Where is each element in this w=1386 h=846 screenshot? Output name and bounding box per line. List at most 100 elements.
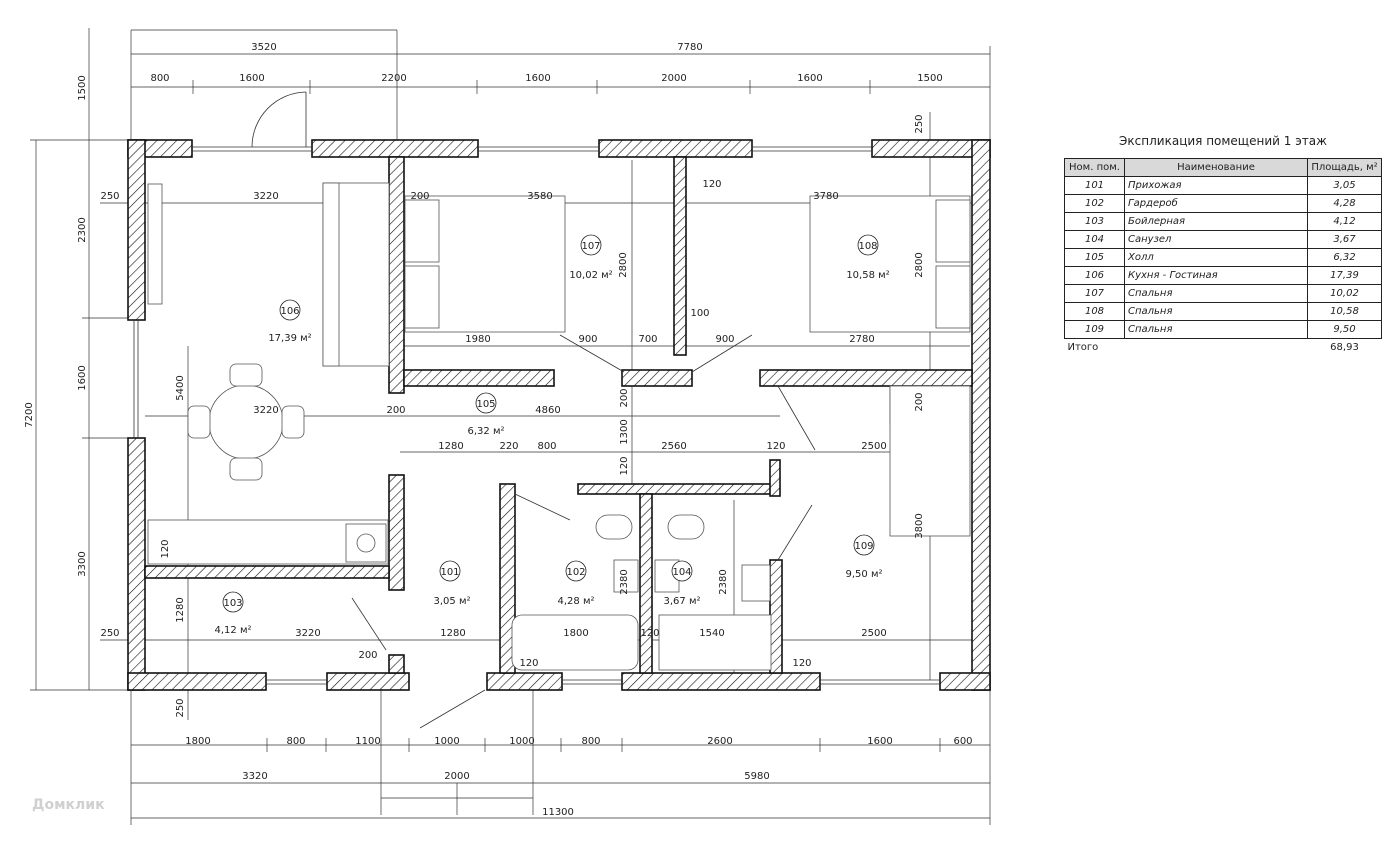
dim-inner: 250 <box>175 698 186 717</box>
dim-inner: 1540 <box>699 628 724 639</box>
dim-bottom-seg: 1600 <box>867 736 892 747</box>
dim-inner: 900 <box>715 334 734 345</box>
room-106: 106 17,39 м² <box>268 299 312 344</box>
windows <box>133 91 940 685</box>
room-109: 109 9,50 м² <box>846 534 883 580</box>
dim-inner: 220 <box>499 441 518 452</box>
dim-top-seg: 1600 <box>239 73 264 84</box>
dim-inner: 120 <box>766 441 785 452</box>
dim-inner: 250 <box>914 114 925 133</box>
header-name: Наименование <box>1124 158 1308 177</box>
watermark-logo: Домклик <box>32 797 105 813</box>
svg-text:102: 102 <box>566 567 585 578</box>
svg-text:9,50 м²: 9,50 м² <box>846 569 883 580</box>
svg-text:109: 109 <box>854 541 873 552</box>
walls <box>127 139 991 691</box>
dim-bottom-overall: 11300 <box>542 807 574 818</box>
dim-inner: 200 <box>386 405 405 416</box>
header-area: Площадь, м² <box>1307 158 1382 177</box>
dimension-lines <box>30 28 991 825</box>
dim-inner: 1300 <box>619 419 630 444</box>
dim-inner: 120 <box>702 179 721 190</box>
total-value: 68,93 <box>1330 342 1359 353</box>
dim-inner: 5400 <box>175 375 186 400</box>
dim-inner: 900 <box>578 334 597 345</box>
dim-inner: 2500 <box>861 441 886 452</box>
room-105: 105 6,32 м² <box>468 392 505 437</box>
dim-inner: 1280 <box>438 441 463 452</box>
dim-top-seg: 1600 <box>797 73 822 84</box>
dim-bottom-mid: 2000 <box>444 771 469 782</box>
dim-inner: 200 <box>619 388 630 407</box>
floor-plan: 3520 7780 800 1600 2200 1600 2000 1600 1… <box>24 28 991 825</box>
dim-left: 1500 <box>77 75 88 100</box>
dim-bottom-seg: 600 <box>953 736 972 747</box>
room-101: 101 3,05 м² <box>434 560 471 607</box>
dim-inner: 2380 <box>718 569 729 594</box>
dim-left: 2300 <box>77 217 88 242</box>
svg-text:107: 107 <box>581 241 600 252</box>
dim-inner: 3220 <box>253 191 278 202</box>
dim-top-seg: 800 <box>150 73 169 84</box>
room-108: 108 10,58 м² <box>846 234 890 281</box>
dim-inner: 120 <box>619 456 630 475</box>
dim-inner: 1800 <box>563 628 588 639</box>
room-103: 103 4,12 м² <box>215 591 252 636</box>
svg-text:17,39 м²: 17,39 м² <box>268 333 311 344</box>
dim-bottom-seg: 1000 <box>509 736 534 747</box>
dim-inner: 2500 <box>861 628 886 639</box>
total-label: Итого <box>1067 342 1099 353</box>
dim-top-seg: 2200 <box>381 73 406 84</box>
dim-inner: 3780 <box>813 191 838 202</box>
dim-inner: 2560 <box>661 441 686 452</box>
dim-bottom-seg: 800 <box>286 736 305 747</box>
dim-bottom-seg: 1800 <box>185 736 210 747</box>
dim-inner: 2800 <box>618 252 629 277</box>
header-num: Ном. пом. <box>1064 158 1125 177</box>
dim-inner: 200 <box>914 392 925 411</box>
dim-inner: 200 <box>410 191 429 202</box>
dim-bottom-mid: 5980 <box>744 771 769 782</box>
dim-inner: 3220 <box>295 628 320 639</box>
svg-text:3,05 м²: 3,05 м² <box>434 596 471 607</box>
svg-text:4,12 м²: 4,12 м² <box>215 625 252 636</box>
total-row: Итого 68,93 <box>1065 339 1382 357</box>
dim-inner: 1280 <box>440 628 465 639</box>
dim-inner: 800 <box>537 441 556 452</box>
dim-inner: 4860 <box>535 405 560 416</box>
dim-inner: 100 <box>690 308 709 319</box>
dim-inner: 200 <box>358 650 377 661</box>
dim-inner: 120 <box>519 658 538 669</box>
room-labels: 101 3,05 м² 102 4,28 м² 103 4,12 м² 104 … <box>215 234 890 636</box>
dim-top-seg: 1600 <box>525 73 550 84</box>
dim-inner: 2800 <box>914 252 925 277</box>
svg-text:103: 103 <box>223 598 242 609</box>
svg-text:10,02 м²: 10,02 м² <box>569 270 612 281</box>
svg-text:6,32 м²: 6,32 м² <box>468 426 505 437</box>
explication-title: Экспликация помещений 1 этаж <box>1119 134 1327 148</box>
dim-inner: 120 <box>792 658 811 669</box>
dim-inner: 120 <box>640 628 659 639</box>
dim-inner: 3580 <box>527 191 552 202</box>
dim-left: 3300 <box>77 551 88 576</box>
room-107: 107 10,02 м² <box>569 234 613 281</box>
dim-inner: 2780 <box>849 334 874 345</box>
dim-inner: 3800 <box>914 513 925 538</box>
dim-inner: 3220 <box>253 405 278 416</box>
svg-text:106: 106 <box>280 306 299 317</box>
room-102: 102 4,28 м² <box>558 560 595 607</box>
dim-inner: 250 <box>100 628 119 639</box>
room-104: 104 3,67 м² <box>664 560 701 607</box>
dim-bottom-seg: 1100 <box>355 736 380 747</box>
dim-bottom-seg: 2600 <box>707 736 732 747</box>
dim-left: 1600 <box>77 365 88 390</box>
dim-inner: 120 <box>160 539 171 558</box>
dim-top-overall-2: 7780 <box>677 42 702 53</box>
